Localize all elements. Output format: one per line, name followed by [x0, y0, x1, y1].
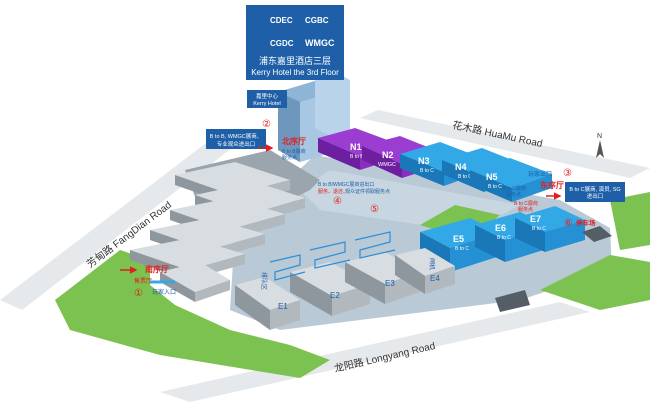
roads: [0, 110, 650, 402]
south-hall-block: [160, 262, 230, 302]
btob-service-line1: B to B展商: [282, 148, 306, 155]
green-area-southwest: [55, 250, 330, 378]
event-banner: CDEC CGBC CGDC WMGC 浦东嘉里酒店三层 Kerry Hotel…: [246, 5, 344, 80]
logo-cgbc: CGBC: [305, 16, 329, 25]
btob-exit-line2: 专业观众进出口: [217, 140, 256, 148]
player-entry-label: 玩家入口: [152, 288, 176, 296]
green-area-west: [610, 192, 650, 250]
logo-wmgc: WMGC: [305, 38, 335, 48]
compass-label: N: [597, 133, 602, 140]
hall-n1-sub: B to B: [350, 154, 364, 160]
east-hall-label: 东序厅: [540, 180, 564, 190]
hall-e7-label: E7: [530, 214, 541, 224]
hall-n5-sub: B to C: [488, 184, 502, 190]
marker-3: ③: [563, 168, 572, 179]
parking-label: 停车场: [576, 218, 596, 227]
marker-1: ①: [134, 288, 143, 299]
north-hall-label: 北序厅: [282, 136, 306, 146]
hotel-label-en: Kerry Hotel: [253, 101, 281, 107]
btoc-service-n-line2: 服务点: [506, 191, 521, 198]
marker-6: ⑥: [564, 218, 573, 229]
banner-title-cn: 浦东嘉里酒店三层: [259, 55, 331, 66]
hall-e2: E2: [290, 262, 370, 316]
hall-e6-sub: B to C: [497, 235, 511, 241]
hall-e5-sub: B to C: [455, 246, 469, 252]
hall-n5: N5 B to C: [470, 158, 552, 202]
compass: N: [596, 133, 604, 158]
btob-service-line2: 服务点: [282, 154, 297, 161]
logo-cgdc: CGDC: [270, 39, 294, 48]
green-areas: [55, 192, 650, 378]
player-exit-label: 玩家出口: [528, 170, 552, 178]
hall-n2-label: N2: [382, 150, 394, 160]
btoc-service-e-line1: B to C展商: [514, 200, 538, 207]
parking-structure-1: [582, 226, 612, 242]
west-halls: [130, 150, 320, 302]
btoc-service-n-line1: B to C展商: [502, 185, 526, 192]
btoc-exit-line2: 进出口: [587, 192, 604, 200]
wmgc-service-line3: 观众证件领取服务点: [345, 188, 390, 195]
btob-exit-line1: B to B, WMGC展商、: [210, 132, 263, 140]
marker-2: ②: [262, 119, 271, 130]
hall-e2-label: E2: [330, 291, 340, 300]
ticket-hall-label: 售票厅: [134, 277, 152, 285]
hall-e1-label: E1: [278, 302, 288, 311]
road-huamu-shape: [360, 110, 650, 178]
road-longyang-shape: [160, 302, 590, 402]
hall-e6-label: E6: [495, 223, 506, 233]
road-fangdian-shape: [0, 140, 232, 310]
hall-e4: E4: [395, 248, 455, 294]
marker-4: ④: [333, 196, 342, 207]
hall-e7: E7 B to C: [515, 206, 585, 252]
south-hall-label: 南序厅: [145, 264, 169, 274]
hall-e3-label: E3: [385, 279, 395, 288]
hall-e5-label: E5: [453, 234, 464, 244]
hall-e7-sub: B to C: [532, 226, 546, 232]
parking-structure-2: [495, 290, 530, 312]
hall-e4-label: E4: [430, 274, 440, 283]
logo-cdec: CDEC: [270, 16, 293, 25]
hall-n3-label: N3: [418, 156, 430, 166]
queue-lines: [269, 231, 396, 281]
btoc-service-e-line2: 服务点: [518, 206, 533, 213]
green-area-southeast: [540, 255, 650, 310]
btob-exit-label: B to B, WMGC展商、 专业观众进出口: [206, 129, 266, 149]
hall-e1: E1: [235, 277, 300, 330]
btoc-exit-line1: B to C展商, 演员, SG: [569, 185, 620, 193]
hall-n5-label: N5: [486, 172, 498, 182]
wmgc-service-line2: 服务、退还、: [318, 188, 348, 195]
banner-title-en: Kerry Hotel the 3rd Floor: [251, 68, 339, 77]
hotel-label: 嘉里中心 Kerry Hotel: [247, 90, 287, 108]
queue-area-label: 排队区: [260, 272, 268, 290]
wmgc-service-line1: B to B/WMGC展商进出口: [318, 181, 374, 188]
hall-n3-sub: B to C: [420, 168, 434, 174]
marker-5: ⑤: [370, 204, 379, 215]
gate-label: 闸机: [428, 258, 436, 270]
hall-n1-label: N1: [350, 142, 362, 152]
hotel-label-cn: 嘉里中心: [256, 92, 279, 100]
hall-n2-sub: WMGC: [378, 162, 396, 168]
btoc-exit-label: B to C展商, 演员, SG 进出口: [565, 182, 625, 202]
hall-n4-sub: B to C: [458, 174, 472, 180]
hall-n4-label: N4: [455, 162, 467, 172]
